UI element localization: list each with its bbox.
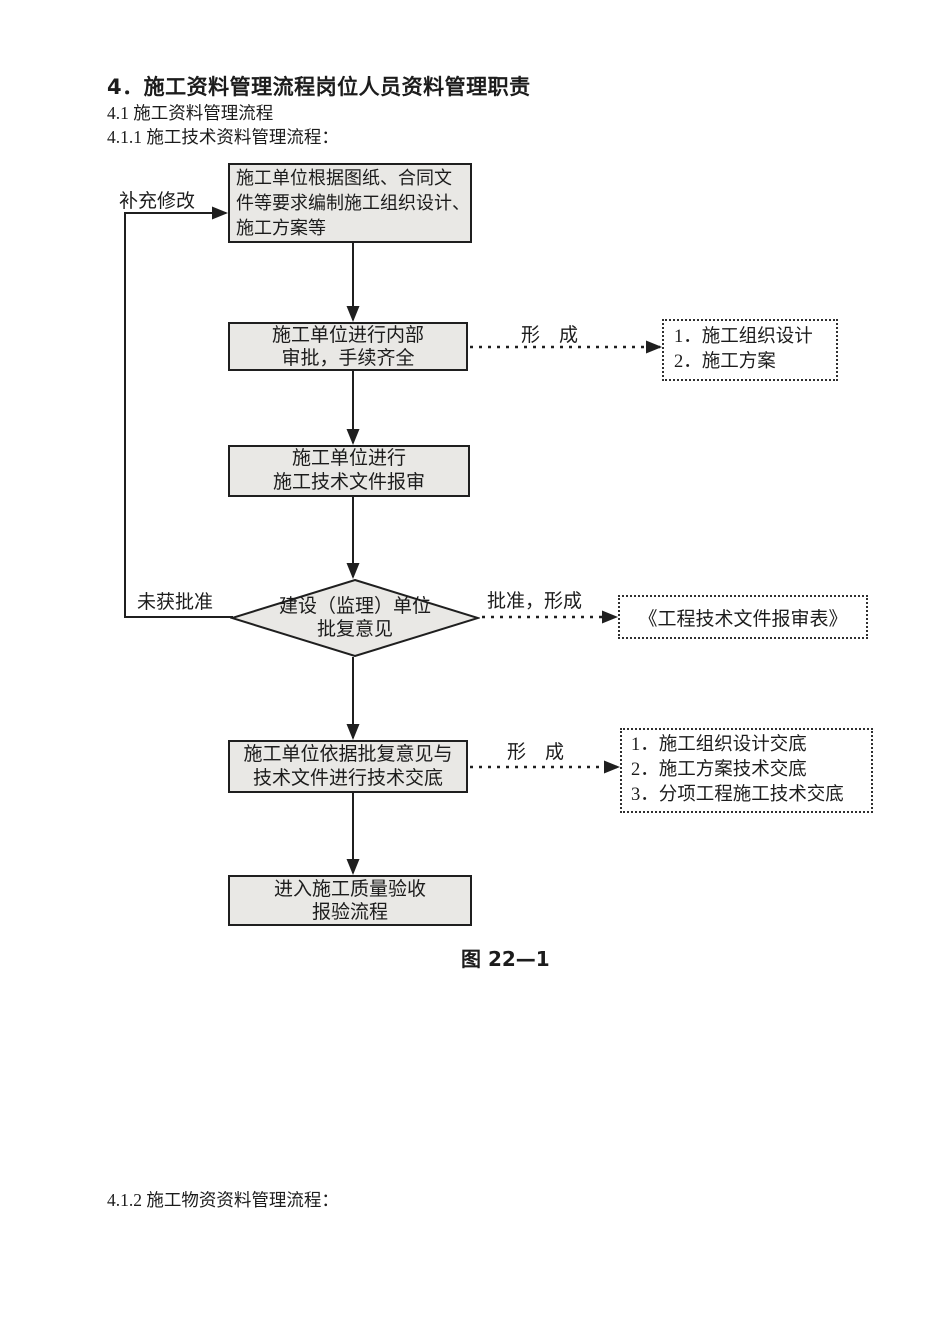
output-line: 2．施工方案 xyxy=(674,352,776,372)
flow-step-line: 施工单位依据批复意见与 xyxy=(243,743,453,765)
output-box-disclosure-list: 1．施工组织设计交底 2．施工方案技术交底 3．分项工程施工技术交底 xyxy=(620,728,873,813)
edge-label-approved-form: 批准，形成 xyxy=(487,591,583,612)
subsection-4-1-2: 4.1.2 施工物资资料管理流程： xyxy=(107,1190,339,1210)
output-line: 2．施工方案技术交底 xyxy=(631,760,807,780)
decision-text: 建设（监理）单位 批复意见 xyxy=(230,579,480,657)
flow-decision-supervision-review: 建设（监理）单位 批复意见 xyxy=(230,579,480,657)
flowchart-connectors xyxy=(124,206,662,875)
flow-step-line: 技术文件进行技术交底 xyxy=(252,767,443,789)
edge-label-not-approved: 未获批准 xyxy=(137,592,214,613)
edge-label-form-a: 形 成 xyxy=(521,325,579,346)
flow-step-line: 施工单位进行内部 xyxy=(271,324,424,346)
flow-step-internal-approval: 施工单位进行内部 审批，手续齐全 xyxy=(228,322,468,371)
output-box-organization-design: 1．施工组织设计 2．施工方案 xyxy=(662,319,838,381)
flow-step-line: 批复意见 xyxy=(316,619,393,640)
output-line: 1．施工组织设计 xyxy=(674,327,813,347)
figure-caption: 图 22—1 xyxy=(461,947,550,971)
edge-label-supplement-revise: 补充修改 xyxy=(119,191,196,212)
output-box-report-form: 《工程技术文件报审表》 xyxy=(618,595,868,639)
flow-step-compile-construction-plan: 施工单位根据图纸、合同文 件等要求编制施工组织设计、 施工方案等 xyxy=(228,163,472,243)
subsection-4-1: 4.1 施工资料管理流程 xyxy=(107,103,274,123)
flow-step-line: 进入施工质量验收 xyxy=(273,878,426,900)
flow-step-line: 审批，手续齐全 xyxy=(281,347,415,369)
flow-step-line: 施工单位根据图纸、合同文 xyxy=(236,167,452,188)
output-line: 《工程技术文件报审表》 xyxy=(638,608,848,630)
flow-step-line: 施工单位进行 xyxy=(291,448,406,469)
flow-step-submit-technical-documents: 施工单位进行 施工技术文件报审 xyxy=(228,445,470,497)
flow-step-technical-disclosure: 施工单位依据批复意见与 技术文件进行技术交底 xyxy=(228,740,468,793)
output-line: 1．施工组织设计交底 xyxy=(631,735,807,755)
output-line: 3．分项工程施工技术交底 xyxy=(631,785,844,805)
flow-step-line: 件等要求编制施工组织设计、 xyxy=(236,192,470,213)
flow-step-line: 施工方案等 xyxy=(236,217,326,238)
section-heading: 4．施工资料管理流程岗位人员资料管理职责 xyxy=(107,75,531,99)
edge-label-form-c: 形 成 xyxy=(507,742,565,763)
flow-step-line: 报验流程 xyxy=(311,901,388,923)
flow-step-line: 建设（监理）单位 xyxy=(278,596,431,617)
flow-step-enter-quality-acceptance: 进入施工质量验收 报验流程 xyxy=(228,875,472,926)
decision-diamond-shape xyxy=(230,579,480,657)
flow-step-line: 施工技术文件报审 xyxy=(272,472,425,493)
arrow-feedback-not-approved xyxy=(124,206,233,618)
subsection-4-1-1: 4.1.1 施工技术资料管理流程： xyxy=(107,127,339,147)
